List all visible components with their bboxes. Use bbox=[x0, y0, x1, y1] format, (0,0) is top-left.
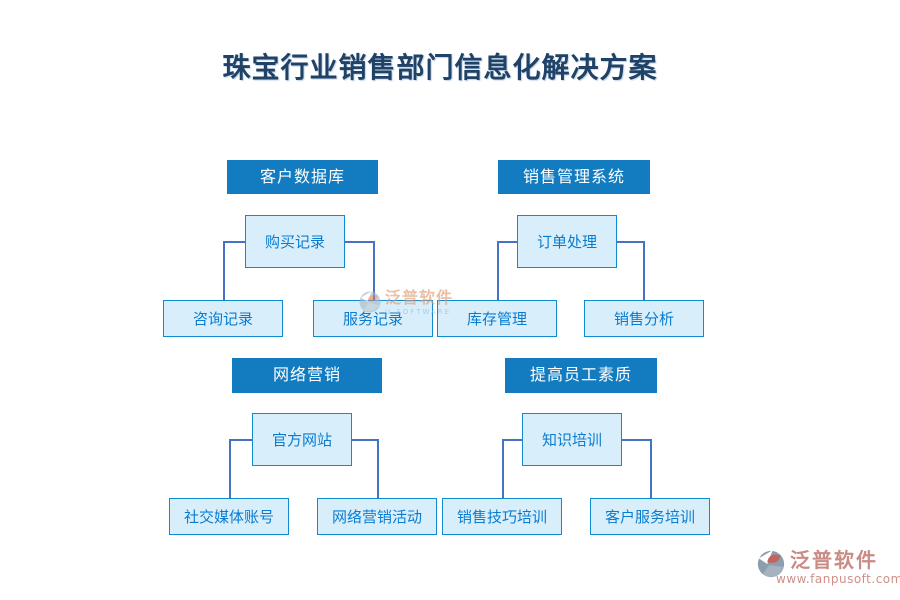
node-marketing-activities: 网络营销活动 bbox=[317, 498, 437, 535]
node-sales-skills-training: 销售技巧培训 bbox=[442, 498, 562, 535]
node-knowledge-training: 知识培训 bbox=[522, 413, 622, 466]
page-title: 珠宝行业销售部门信息化解决方案 bbox=[222, 51, 658, 84]
connector-line bbox=[616, 241, 644, 243]
group-header-customer-database: 客户数据库 bbox=[227, 160, 378, 194]
fanpu-logo-url: www.fanpusoft.com bbox=[776, 572, 900, 586]
connector-line bbox=[223, 241, 246, 243]
connector-line bbox=[497, 241, 499, 301]
fanpu-logo: 泛普软件 www.fanpusoft.com bbox=[756, 549, 900, 586]
node-customer-service-training: 客户服务培训 bbox=[590, 498, 710, 535]
connector-line bbox=[502, 439, 523, 441]
node-purchase-records: 购买记录 bbox=[245, 215, 345, 268]
connector-line bbox=[223, 241, 225, 301]
node-official-website: 官方网站 bbox=[252, 413, 352, 466]
connector-line bbox=[621, 439, 651, 441]
fanpu-logo-brand: 泛普软件 bbox=[790, 548, 878, 572]
connector-line bbox=[351, 439, 378, 441]
connector-line bbox=[377, 439, 379, 498]
node-consultation-records: 咨询记录 bbox=[163, 300, 283, 337]
fanpu-logo-icon bbox=[756, 549, 786, 583]
group-header-employee-quality: 提高员工素质 bbox=[505, 358, 657, 393]
connector-line bbox=[643, 241, 645, 301]
connector-line bbox=[229, 439, 231, 498]
group-header-network-marketing: 网络营销 bbox=[232, 358, 382, 393]
connector-line bbox=[650, 439, 652, 498]
node-order-processing: 订单处理 bbox=[517, 215, 617, 268]
connector-line bbox=[229, 439, 253, 441]
node-inventory-management: 库存管理 bbox=[437, 300, 557, 337]
node-sales-analysis: 销售分析 bbox=[584, 300, 704, 337]
node-service-records: 服务记录 bbox=[313, 300, 433, 337]
group-header-sales-management-system: 销售管理系统 bbox=[498, 160, 650, 194]
node-social-media-accounts: 社交媒体账号 bbox=[169, 498, 289, 535]
connector-line bbox=[497, 241, 518, 243]
connector-line bbox=[502, 439, 504, 498]
connector-line bbox=[373, 241, 375, 301]
connector-line bbox=[344, 241, 374, 243]
